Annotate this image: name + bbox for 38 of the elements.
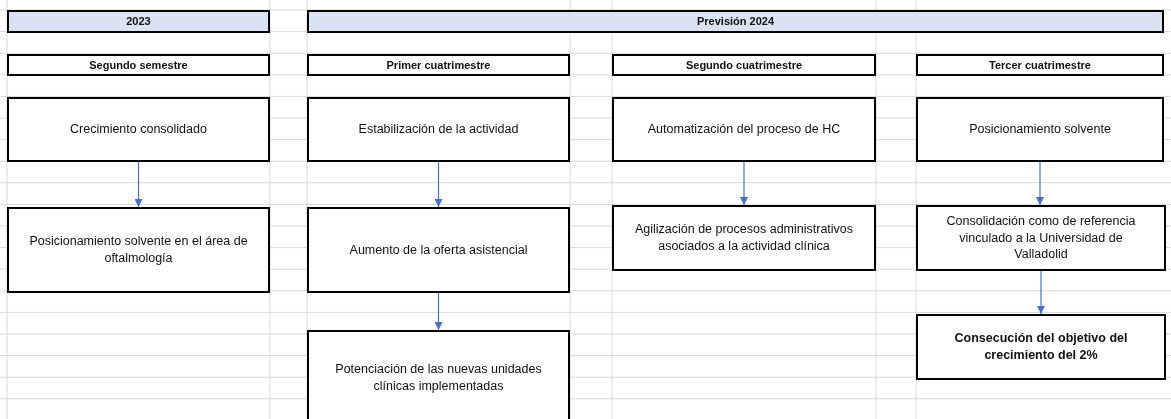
process-box bbox=[612, 97, 876, 162]
process-box bbox=[307, 330, 570, 419]
header-box bbox=[7, 10, 270, 33]
node-text: Estabilización de la actividad bbox=[357, 121, 520, 138]
node-text: Consolidación como de referencia vinculado a la Universidad de Valladolid bbox=[945, 212, 1137, 264]
node-text: Aumento de la oferta asistencial bbox=[348, 241, 529, 259]
process-box bbox=[916, 314, 1166, 380]
node-text: Agilización de procesos administrativos asociados a la actividad clínica bbox=[633, 221, 855, 255]
arrow bbox=[134, 161, 143, 208]
arrow bbox=[434, 292, 443, 331]
node-text: Posicionamiento solvente en el área de oftalmología bbox=[28, 233, 249, 267]
process-box bbox=[7, 54, 270, 76]
process-box bbox=[916, 54, 1164, 76]
node-text: Consecución del objetivo del crecimiento del 2% bbox=[953, 330, 1129, 364]
process-box bbox=[916, 205, 1166, 271]
arrow bbox=[434, 161, 443, 208]
arrow bbox=[1037, 270, 1045, 315]
arrow bbox=[1036, 161, 1044, 206]
node-text: Segundo semestre bbox=[88, 57, 189, 73]
header-box bbox=[307, 10, 1164, 33]
process-box bbox=[7, 97, 270, 162]
node-text: Segundo cuatrimestre bbox=[684, 57, 804, 73]
node-text: Posicionamiento solvente bbox=[968, 121, 1112, 138]
arrow bbox=[740, 161, 748, 206]
process-box bbox=[307, 207, 570, 293]
node-text: Primer cuatrimestre bbox=[385, 57, 492, 73]
node-text: Crecimiento consolidado bbox=[69, 121, 208, 138]
process-box bbox=[307, 54, 570, 76]
node-text: Tercer cuatrimestre bbox=[988, 57, 1092, 73]
process-box bbox=[307, 97, 570, 162]
node-text: Previsión 2024 bbox=[695, 14, 776, 29]
process-box bbox=[7, 207, 270, 293]
process-box bbox=[612, 54, 876, 76]
node-text: Potenciación de las nuevas unidades clínicas implementadas bbox=[334, 360, 543, 395]
process-box bbox=[612, 205, 876, 271]
node-text: 2023 bbox=[125, 14, 152, 29]
node-text: Automatización del proceso de HC bbox=[646, 121, 842, 138]
process-box bbox=[916, 97, 1164, 162]
